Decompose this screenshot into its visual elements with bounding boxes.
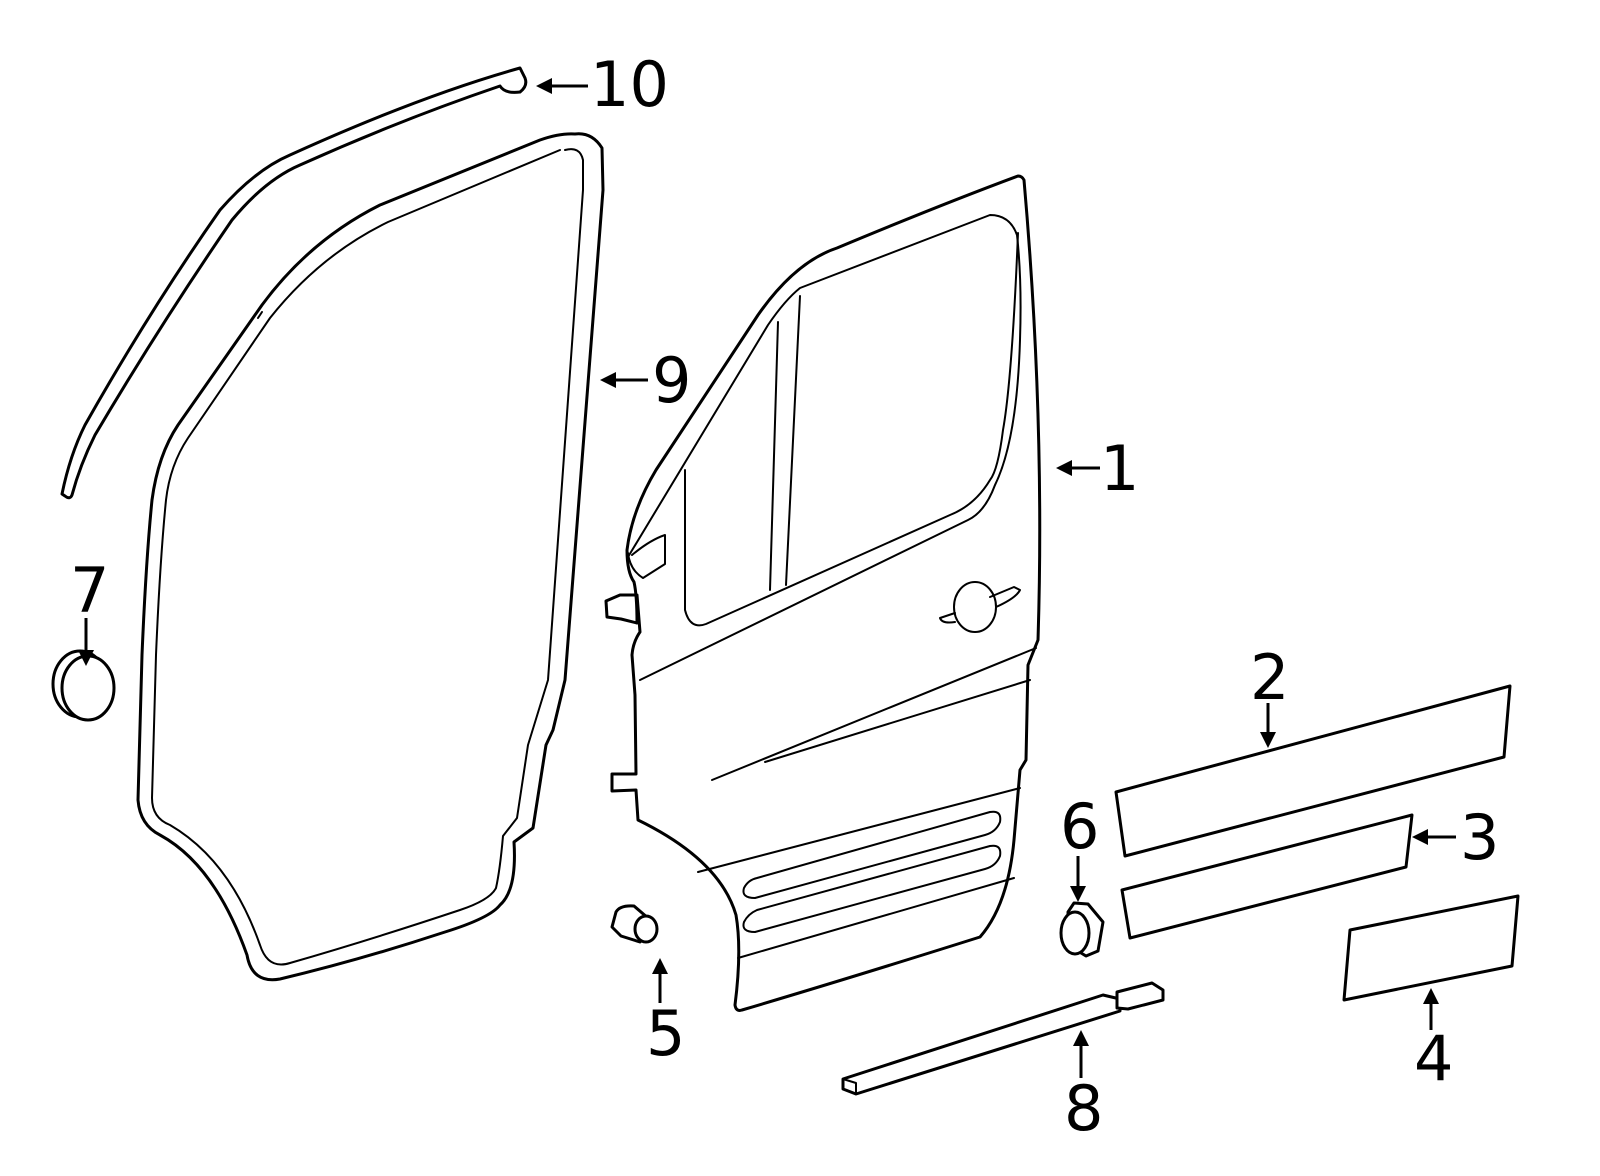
callout-10: 10 bbox=[536, 48, 669, 121]
callout-label-2: 2 bbox=[1250, 641, 1289, 714]
callout-5: 5 bbox=[646, 958, 685, 1070]
callout-9: 9 bbox=[600, 344, 691, 417]
part-2-molding bbox=[1114, 684, 1512, 858]
callout-8: 8 bbox=[1064, 1030, 1103, 1145]
part-5-clip bbox=[610, 904, 659, 944]
callout-label-5: 5 bbox=[646, 997, 685, 1070]
part-10-roof-weatherstrip bbox=[60, 66, 528, 500]
callout-label-4: 4 bbox=[1414, 1022, 1453, 1095]
callout-2: 2 bbox=[1250, 641, 1289, 748]
part-9-door-seal bbox=[136, 132, 605, 982]
callout-label-6: 6 bbox=[1060, 790, 1099, 863]
callout-label-9: 9 bbox=[652, 344, 691, 417]
part-8-rocker-molding bbox=[841, 981, 1165, 1096]
part-4-trim-panel bbox=[1342, 894, 1520, 1002]
callout-3: 3 bbox=[1412, 801, 1499, 874]
callout-label-3: 3 bbox=[1460, 801, 1499, 874]
callout-label-8: 8 bbox=[1064, 1072, 1103, 1145]
part-3-molding bbox=[1120, 813, 1414, 940]
callout-7: 7 bbox=[70, 554, 109, 666]
callout-4: 4 bbox=[1414, 988, 1453, 1095]
callout-6: 6 bbox=[1060, 790, 1099, 902]
callout-label-10: 10 bbox=[590, 48, 669, 121]
callout-label-1: 1 bbox=[1100, 432, 1139, 505]
callout-label-7: 7 bbox=[70, 554, 109, 627]
part-7-plug bbox=[51, 649, 116, 722]
part-6-cap bbox=[1059, 901, 1105, 958]
callout-1: 1 bbox=[1056, 432, 1139, 505]
part-1-front-door bbox=[604, 174, 1042, 1012]
